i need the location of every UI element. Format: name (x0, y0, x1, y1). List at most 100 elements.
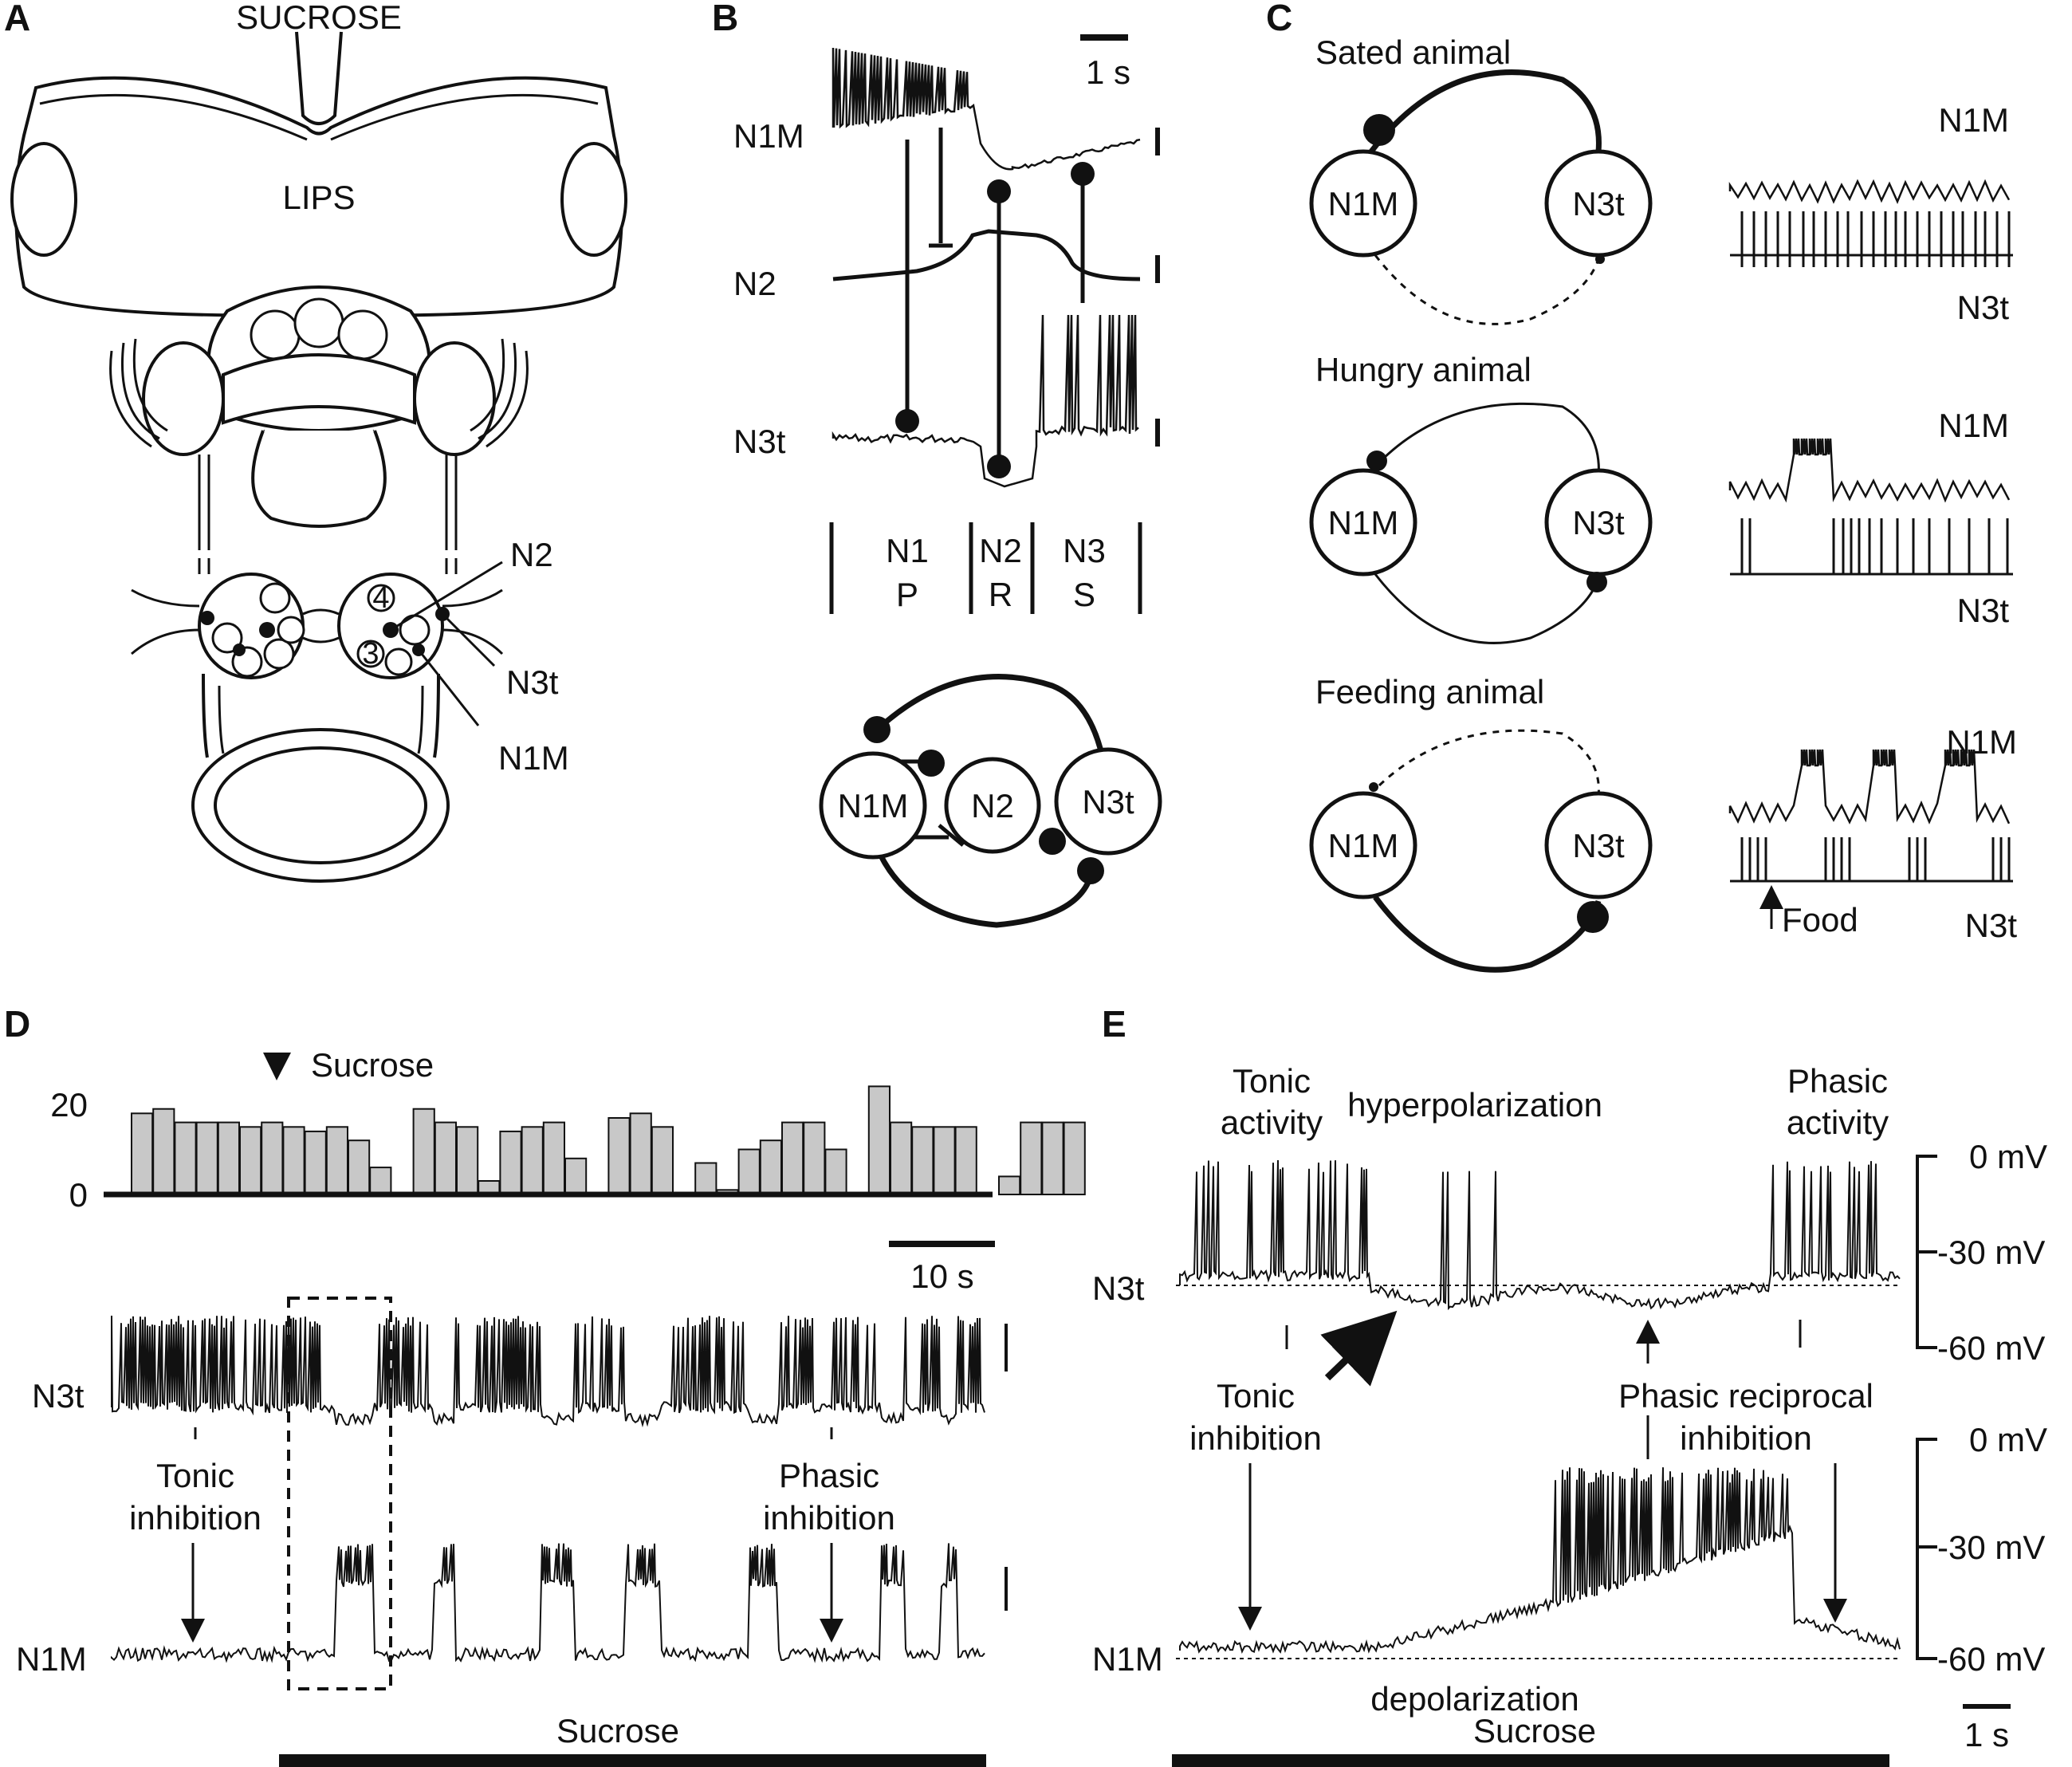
histogram-bar (759, 1139, 782, 1195)
lip-lobe-right (560, 142, 627, 257)
sucrose-bar-d (279, 1754, 986, 1767)
histogram-bar (1020, 1121, 1043, 1195)
panel-b-letter: B (712, 0, 738, 38)
svg-text:N1M: N1M (1328, 827, 1399, 864)
svg-text:N3t: N3t (1572, 504, 1625, 541)
histogram-bar (542, 1121, 565, 1195)
svg-text:N1M: N1M (1328, 504, 1399, 541)
histogram-bar (217, 1121, 240, 1195)
phase-n1-top: N1 (886, 532, 929, 569)
phase-n3-top: N3 (1063, 532, 1106, 569)
svg-text:N3t: N3t (1572, 827, 1625, 864)
buccal-mass-inner (214, 746, 427, 864)
histogram-bar (456, 1126, 479, 1196)
hyperpolarization-label: hyperpolarization (1347, 1086, 1602, 1124)
histogram-bar (737, 1148, 761, 1195)
sucrose-marker-label: Sucrose (311, 1046, 434, 1084)
trace-n1m-d (111, 1543, 985, 1663)
phase-n2-bottom: R (989, 576, 1012, 613)
histogram-bar (412, 1108, 435, 1196)
y-tick-0: 0 (69, 1176, 88, 1214)
circuit-n3t-b (1054, 747, 1162, 856)
histogram-bar (694, 1162, 718, 1196)
trace-n2-b (832, 229, 1141, 281)
trace-n3t-d (111, 1315, 985, 1428)
histogram-bar (1041, 1121, 1064, 1195)
svg-text:N3t: N3t (1965, 907, 2018, 944)
histogram-bar (369, 1167, 392, 1195)
time-scale-label-e: 1 s (1964, 1716, 2009, 1753)
histogram-bar (499, 1130, 522, 1196)
panel-a-letter: A (4, 0, 30, 38)
svg-text:N1M: N1M (1938, 407, 2009, 444)
n3t-label-a: N3t (506, 663, 559, 701)
cerebral-left (142, 341, 225, 456)
svg-text:activity: activity (1787, 1104, 1889, 1141)
panel-c: C Sated animal N1M N3t N1M N3t Hungry an… (1266, 0, 2018, 973)
panel-e: E Tonic activity hyperpolarization Phasi… (1092, 1003, 2047, 1767)
circuit-n2-b (944, 757, 1041, 854)
svg-text:N1M: N1M (1938, 101, 2009, 139)
trace-n3t-label-b: N3t (733, 423, 786, 460)
histogram-bar (195, 1121, 218, 1195)
histogram-bar (325, 1126, 348, 1196)
histogram-bar (564, 1157, 588, 1196)
trace-n1m-label-b: N1M (733, 117, 804, 155)
svg-text:N3t: N3t (1572, 185, 1625, 222)
panel-d: D Sucrose 20 0 10 s N3t Tonic inhibition… (4, 1003, 1086, 1767)
sucrose-bar-label-d: Sucrose (556, 1712, 679, 1749)
panel-d-letter: D (4, 1003, 30, 1045)
svg-text:-30 mV: -30 mV (1937, 1529, 2045, 1566)
histogram-bar (651, 1126, 674, 1196)
svg-text:-60 mV: -60 mV (1937, 1329, 2045, 1367)
panel-e-letter: E (1102, 1003, 1126, 1045)
histogram-bar (1063, 1121, 1086, 1195)
histogram-bar (781, 1121, 804, 1195)
svg-text:Phasic: Phasic (1787, 1062, 1888, 1100)
spike-rate-histogram (131, 1085, 1086, 1196)
trace-n3t-label-e: N3t (1092, 1269, 1145, 1307)
trace-n1m-label-d: N1M (16, 1640, 87, 1678)
histogram-bar (131, 1112, 154, 1196)
histogram-bar (282, 1126, 305, 1196)
svg-text:inhibition: inhibition (1680, 1419, 1812, 1457)
histogram-bar (954, 1126, 977, 1196)
histogram-bar (434, 1121, 457, 1195)
svg-text:Tonic: Tonic (1233, 1062, 1311, 1100)
svg-text:N2: N2 (971, 787, 1014, 824)
svg-text:Tonic: Tonic (156, 1457, 234, 1494)
lip-lobe-left (10, 142, 77, 257)
commissure (222, 353, 416, 425)
histogram-bar (261, 1121, 284, 1195)
svg-text:activity: activity (1221, 1104, 1323, 1141)
circuit-n1m-b (819, 751, 927, 860)
histogram-bar (824, 1148, 847, 1195)
zoom-box (287, 1297, 392, 1690)
phase-n3-bottom: S (1073, 576, 1095, 613)
n1m-label-a: N1M (498, 739, 569, 777)
sucrose-bar-e (1172, 1754, 1889, 1767)
depolarization-label: depolarization (1370, 1680, 1579, 1718)
cerebral-right (413, 341, 496, 456)
histogram-bar (933, 1126, 956, 1196)
trace-n1m-e (1179, 1467, 1901, 1654)
svg-text:-30 mV: -30 mV (1937, 1234, 2045, 1271)
svg-text:Tonic: Tonic (1217, 1377, 1295, 1415)
phase-n2-top: N2 (979, 532, 1022, 569)
svg-text:inhibition: inhibition (763, 1499, 895, 1537)
food-label: Food (1782, 901, 1858, 939)
svg-text:Phasic reciprocal: Phasic reciprocal (1618, 1377, 1873, 1415)
svg-text:N1M: N1M (1328, 185, 1399, 222)
trace-n3t-label-d: N3t (32, 1377, 85, 1415)
cell-3-label: 3 (362, 637, 379, 671)
panel-a: A SUCROSE LIPS (4, 0, 627, 883)
svg-text:0 mV: 0 mV (1969, 1421, 2047, 1458)
svg-text:N1M: N1M (838, 787, 909, 824)
panel-c-letter: C (1266, 0, 1292, 38)
histogram-bar (803, 1121, 826, 1195)
histogram-bar (239, 1126, 262, 1196)
trace-n1m-b (832, 47, 1141, 171)
svg-text:N3t: N3t (1082, 783, 1134, 821)
sucrose-tube (295, 31, 343, 125)
